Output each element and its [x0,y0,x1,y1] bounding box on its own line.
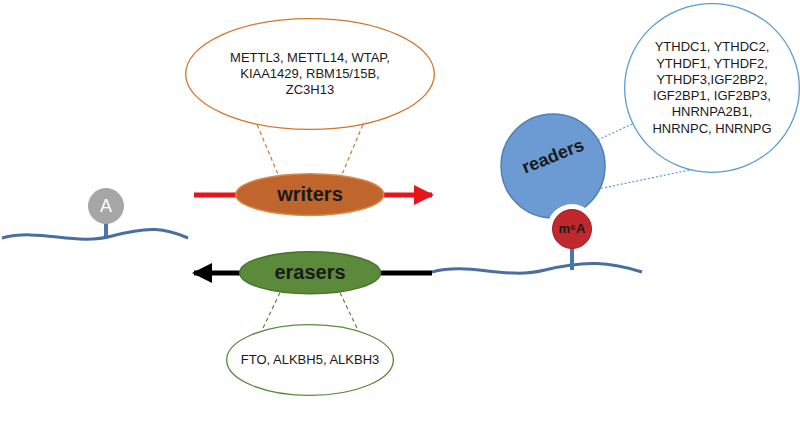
node-label: writers [262,182,358,207]
rna-strand [2,229,188,239]
m6a-circle: m⁶A [552,209,592,249]
ellipse-shape [236,174,384,216]
connector-line [262,293,280,331]
node-label: YTHDC1, YTHDC2, YTHDF1, YTHDF2, YTHDF3,I… [648,39,776,137]
connector-line [257,125,278,176]
readers-shape [501,114,605,218]
connector [257,125,363,176]
node-label: FTO, ALKBH5, ALKBH3 [240,352,380,368]
adenosine-circle: A [88,188,124,224]
ellipse-shape [240,252,381,294]
writers-ellipse: writers [235,173,385,216]
connector-line [599,124,632,140]
writer-list: METTL3, METTL14, WTAP, KIAA1429, RBM15/1… [185,18,435,130]
node-label: A [91,195,121,218]
ellipse-shape [227,325,394,396]
ellipse-shape [625,4,800,173]
rna-strand [432,263,642,273]
base-stick [570,248,574,270]
base-stick [104,222,108,236]
connector-line [340,293,358,331]
eraser-list: FTO, ALKBH5, ALKBH3 [226,324,394,396]
connector-line [342,125,363,176]
ellipse-shape [553,210,592,249]
node-label: m⁶A [554,221,590,237]
node-label: METTL3, METTL14, WTAP, KIAA1429, RBM15/1… [220,50,400,99]
readers-circle: readers [500,113,606,219]
reader-list: YTHDC1, YTHDC2, YTHDF1, YTHDF2, YTHDF3,I… [624,3,800,173]
ellipse-shape [89,189,124,224]
erasers-ellipse: erasers [239,251,381,295]
ellipse-shape [186,19,435,130]
node-label: erasers [264,260,356,285]
connector-line [601,170,689,188]
